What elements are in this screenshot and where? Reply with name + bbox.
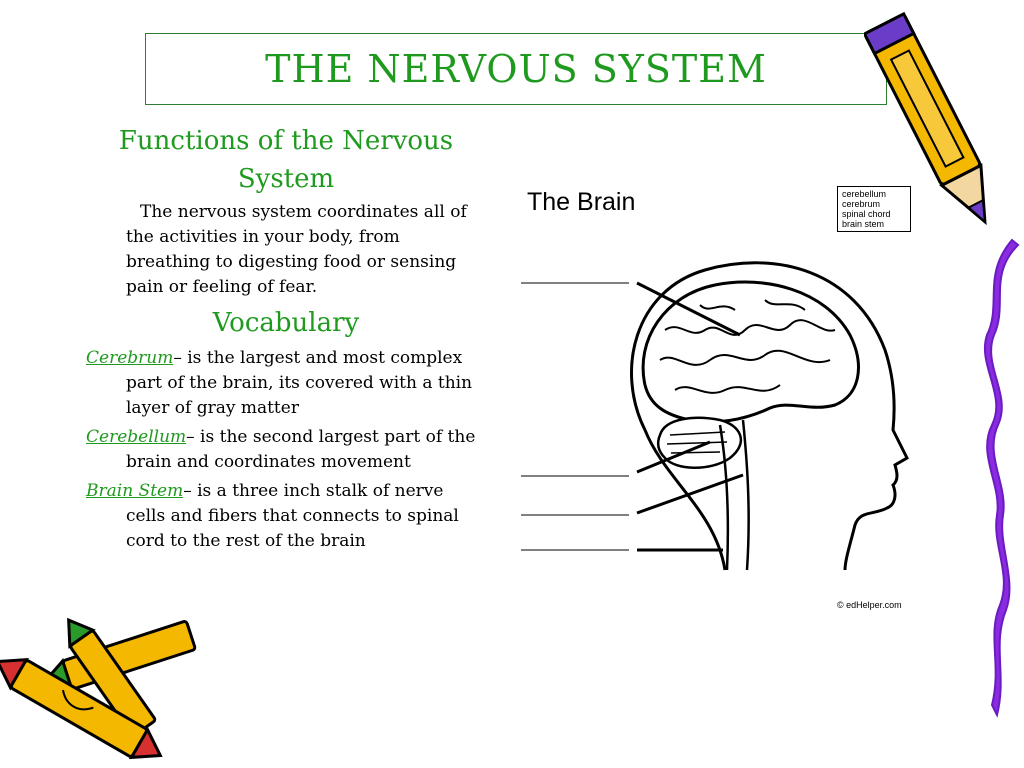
- copyright-text: © edHelper.com: [837, 600, 902, 610]
- head-outline: [630, 261, 909, 571]
- crayons-icon: [0, 618, 197, 760]
- word-bank-item: cerebrum: [842, 199, 881, 209]
- pointer-line: [636, 281, 741, 337]
- word-bank-item: cerebellum: [842, 189, 887, 199]
- diagram-title: The Brain: [527, 188, 636, 216]
- vocab-definition: – is the second largest part of the brai…: [126, 427, 476, 472]
- brain-stem-shape: [718, 419, 750, 571]
- vocab-definition: – is a three inch stalk of nerve cells a…: [126, 481, 459, 551]
- wavy-line-icon: [984, 238, 1020, 718]
- vocab-item-cerebrum: Cerebrum– is the largest and most comple…: [86, 346, 486, 421]
- brain-diagram: The Brain cerebellum cerebrum spinal cho…: [515, 180, 915, 620]
- slide-title: The Nervous System: [265, 47, 767, 91]
- vocab-heading: Vocabulary: [212, 308, 360, 338]
- functions-heading: Functions of the Nervous System: [118, 126, 454, 194]
- vocab-term: Cerebrum: [86, 348, 174, 368]
- title-box: The Nervous System: [145, 33, 887, 105]
- cerebrum-folds: [659, 299, 836, 394]
- vocab-term: Brain Stem: [86, 481, 184, 501]
- pencil-icon: [864, 11, 987, 226]
- brain-illustration: [521, 261, 909, 571]
- text-column: Functions of the Nervous System The nerv…: [86, 122, 486, 558]
- word-bank-item: brain stem: [842, 219, 885, 229]
- vocab-item-brain-stem: Brain Stem– is a three inch stalk of ner…: [86, 479, 486, 554]
- pointer-line: [636, 440, 711, 474]
- pointer-line: [636, 473, 744, 515]
- word-bank: cerebellum cerebrum spinal chord brain s…: [837, 186, 911, 232]
- functions-text: The nervous system coordinates all of th…: [126, 202, 467, 297]
- cerebellum-folds: [666, 431, 728, 454]
- vocab-term: Cerebellum: [86, 427, 187, 447]
- vocab-definition: – is the largest and most complex part o…: [126, 348, 473, 418]
- vocab-item-cerebellum: Cerebellum– is the second largest part o…: [86, 425, 486, 475]
- word-bank-item: spinal chord: [842, 209, 891, 219]
